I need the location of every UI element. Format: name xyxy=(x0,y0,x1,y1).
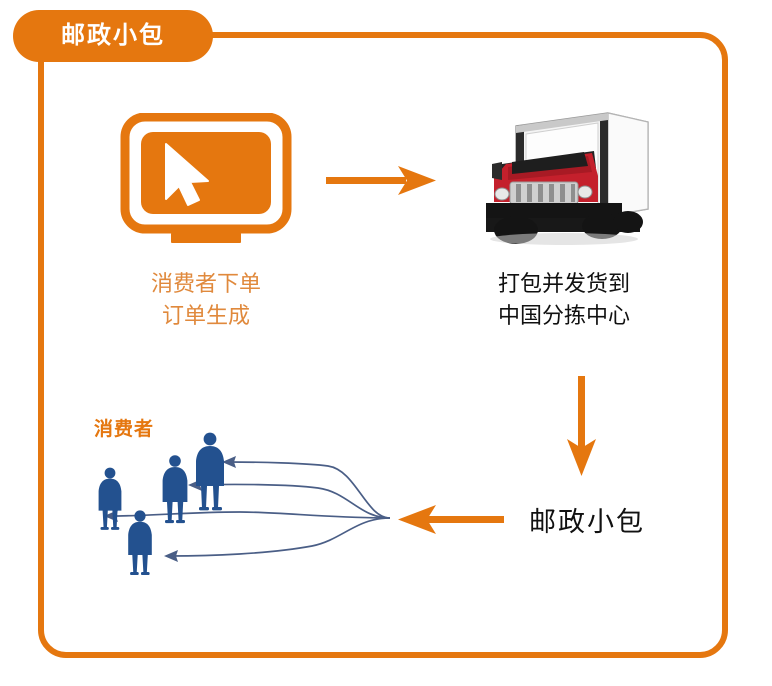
order-caption: 消费者下单 订单生成 xyxy=(118,268,294,332)
order-caption-line2: 订单生成 xyxy=(161,302,250,328)
arrow-left-icon xyxy=(398,500,504,540)
monitor-cursor-icon xyxy=(120,112,292,243)
person-silhouette xyxy=(196,432,224,511)
diagram-frame xyxy=(38,32,728,658)
order-caption-line1: 消费者下单 xyxy=(150,271,261,296)
parcel-label-text: 邮政小包 xyxy=(529,507,645,537)
title-tab: 邮政小包 xyxy=(13,10,213,62)
person-silhouette xyxy=(162,455,188,524)
parcel-label: 邮政小包 xyxy=(512,503,662,542)
ship-caption-line1: 打包并发货到 xyxy=(497,271,630,296)
person-silhouette xyxy=(128,510,152,575)
ship-caption: 打包并发货到 中国分拣中心 xyxy=(468,268,660,332)
delivery-truck-icon xyxy=(472,106,654,248)
distribution-curves-icon xyxy=(80,430,410,590)
arrow-down-icon xyxy=(562,376,602,478)
ship-caption-line2: 中国分拣中心 xyxy=(497,302,630,328)
person-silhouette xyxy=(98,467,122,530)
title-tab-label: 邮政小包 xyxy=(61,22,165,49)
arrow-right-icon xyxy=(326,160,438,202)
consumers-label-text: 消费者 xyxy=(94,419,155,440)
consumers-label: 消费者 xyxy=(94,416,184,444)
